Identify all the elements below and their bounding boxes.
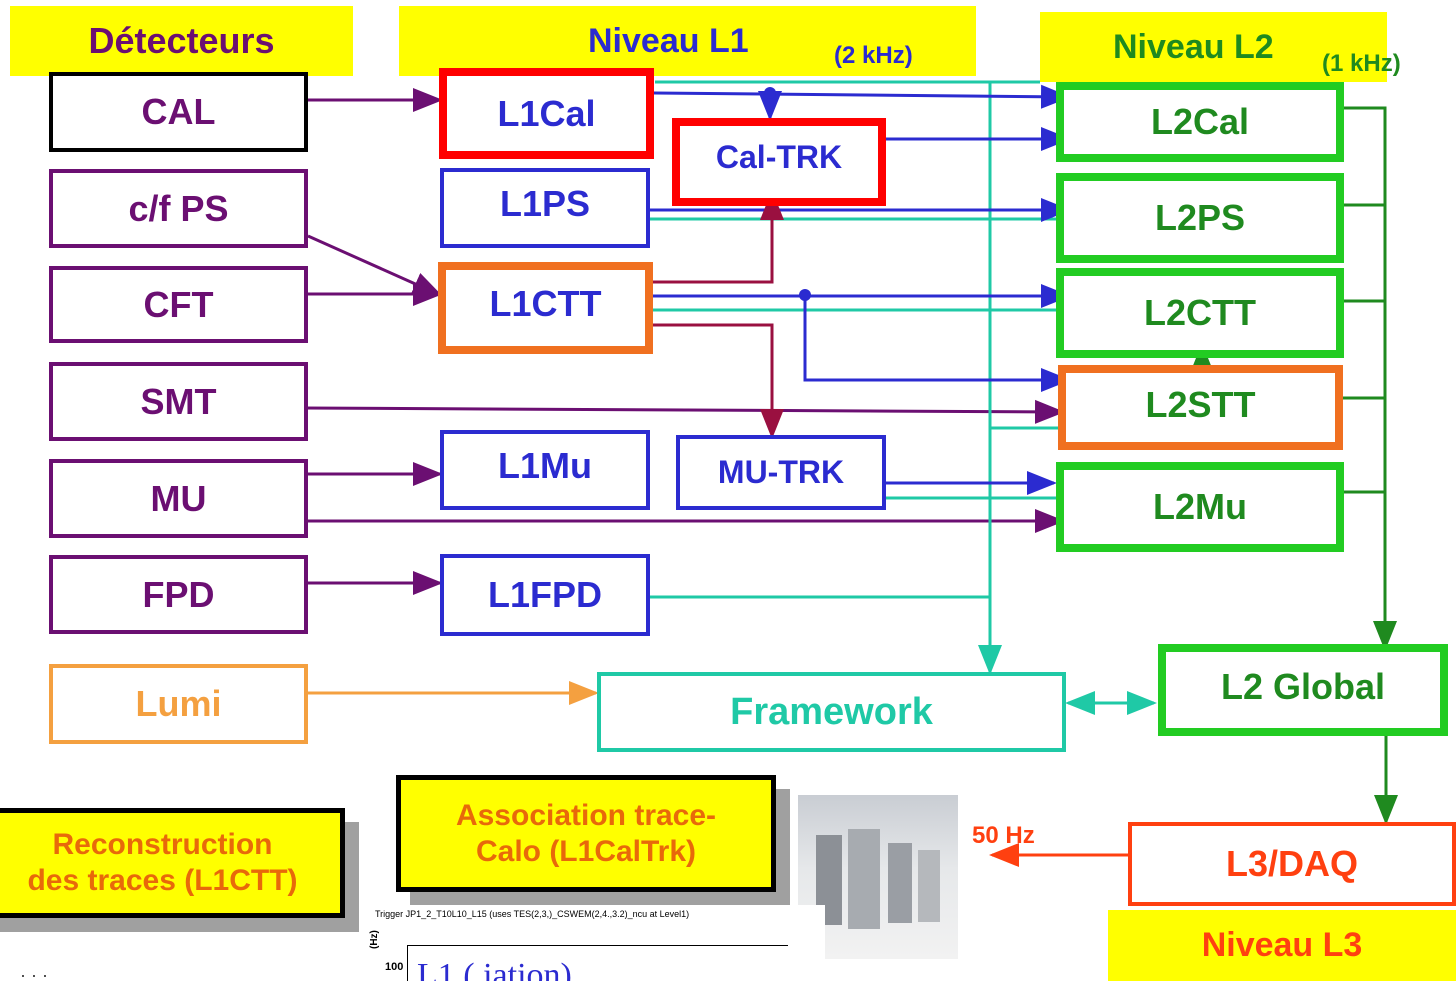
rate-50hz-label: 50 Hz	[972, 822, 1035, 849]
note-association-line2: Calo (L1CalTrk)	[475, 834, 697, 868]
detector-smt: SMT	[49, 362, 308, 441]
detector-cal: CAL	[49, 72, 308, 152]
header-niveau-l1-title: Niveau L1	[588, 22, 749, 60]
detector-fpd: FPD	[49, 555, 308, 634]
detector-cft: CFT	[49, 266, 308, 343]
l1-mu-trk: MU-TRK	[676, 435, 886, 510]
bottom-left-fragment: · · ·	[20, 965, 48, 985]
rack-shape	[888, 843, 912, 923]
header-niveau-l2-title: Niveau L2	[1113, 28, 1274, 66]
note-reconstruction: Reconstruction des traces (L1CTT)	[0, 808, 345, 918]
l2-mu: L2Mu	[1056, 462, 1344, 552]
l2-stt: L2STT	[1058, 365, 1343, 450]
l2-ctt: L2CTT	[1056, 268, 1344, 358]
l1-ps: L1PS	[440, 168, 650, 248]
header-niveau-l1	[399, 6, 976, 76]
rate-plot: Trigger JP1_2_T10L10_L15 (uses TES(2,3,)…	[365, 905, 825, 981]
header-niveau-l1-rate: (2 kHz)	[834, 42, 913, 69]
l1-mu: L1Mu	[440, 430, 650, 510]
rate-plot-overlay: L1 ( iation)	[417, 957, 572, 981]
rate-plot-ylabel: (Hz)	[369, 930, 380, 949]
l1-fpd: L1FPD	[440, 554, 650, 636]
l2-global: L2 Global	[1158, 644, 1448, 736]
header-niveau-l2	[1040, 12, 1387, 82]
header-detecteurs: Détecteurs	[10, 6, 353, 76]
framework: Framework	[597, 672, 1066, 752]
l2-ps: L2PS	[1056, 173, 1344, 263]
note-reconstruction-line1: Reconstruction	[52, 828, 273, 861]
l1-ctt: L1CTT	[438, 262, 653, 354]
detector-mu: MU	[49, 459, 308, 538]
note-association: Association trace- Calo (L1CalTrk)	[396, 775, 776, 892]
header-niveau-l2-rate: (1 kHz)	[1322, 50, 1401, 77]
header-niveau-l3: Niveau L3	[1108, 910, 1456, 981]
l2-cal: L2Cal	[1056, 82, 1344, 162]
rack-shape	[848, 829, 880, 929]
note-reconstruction-line2: des traces (L1CTT)	[27, 864, 298, 897]
rate-plot-axes	[407, 945, 788, 981]
rate-plot-title: Trigger JP1_2_T10L10_L15 (uses TES(2,3,)…	[375, 909, 690, 919]
l3-daq: L3/DAQ	[1128, 822, 1456, 906]
note-association-line1: Association trace-	[455, 798, 717, 832]
rack-shape	[918, 850, 940, 922]
l1-cal: L1Cal	[439, 68, 654, 159]
l1-cal-trk: Cal-TRK	[672, 118, 886, 206]
detector-lumi: Lumi	[49, 664, 308, 744]
rate-plot-ytick: 100	[385, 961, 404, 973]
detector-cf-ps: c/f PS	[49, 169, 308, 248]
